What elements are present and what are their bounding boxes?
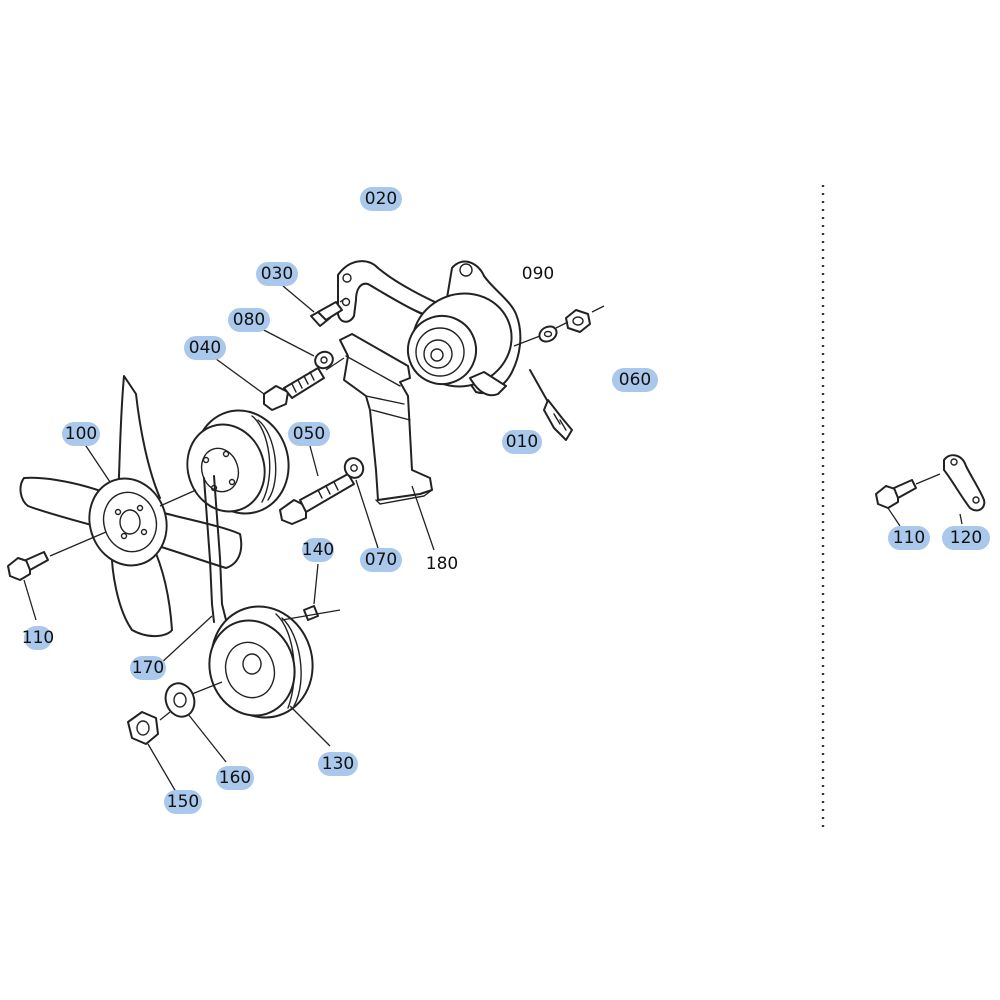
callout-130-label: 130 (322, 754, 354, 774)
callout-160[interactable]: 160 (216, 766, 254, 790)
callout-080-label: 080 (233, 310, 265, 330)
alternator-010 (407, 260, 573, 441)
callout-100[interactable]: 100 (62, 422, 100, 446)
callout-050[interactable]: 050 (288, 422, 330, 446)
callout-150[interactable]: 150 (164, 790, 202, 814)
plate-180 (339, 333, 433, 505)
washer-160 (164, 682, 196, 718)
crank-pulley-130 (208, 605, 314, 719)
callout-070-label: 070 (365, 550, 397, 570)
bracket-120 (943, 454, 986, 512)
callout-100-label: 100 (65, 424, 97, 444)
washer-080 (314, 350, 334, 370)
fan-100 (19, 375, 243, 637)
washer-070 (343, 457, 365, 479)
callout-010[interactable]: 010 (502, 430, 542, 454)
bolt-110-right (875, 479, 917, 509)
callout-080[interactable]: 080 (228, 308, 270, 332)
callout-060-label: 060 (619, 370, 651, 390)
callout-120[interactable]: 120 (942, 526, 990, 550)
callout-090: 090 (522, 264, 554, 284)
washer-090 (538, 325, 558, 343)
callout-140[interactable]: 140 (302, 538, 334, 562)
callout-020-label: 020 (365, 189, 397, 209)
callout-110-right[interactable]: 110 (888, 526, 930, 550)
callout-030-label: 030 (261, 264, 293, 284)
callout-170-label: 170 (132, 658, 164, 678)
callout-130[interactable]: 130 (318, 752, 358, 776)
callout-140-label: 140 (302, 540, 334, 560)
callout-150-label: 150 (167, 792, 199, 812)
key-140 (303, 605, 319, 621)
callout-040[interactable]: 040 (184, 336, 226, 360)
callout-090-label: 090 (522, 264, 554, 284)
callout-040-label: 040 (189, 338, 221, 358)
callout-160-label: 160 (219, 768, 251, 788)
callout-180-label: 180 (426, 554, 458, 574)
bolt-030 (310, 301, 343, 327)
callout-050-label: 050 (293, 424, 325, 444)
bolt-050 (279, 473, 355, 525)
bolt-110-left (7, 551, 49, 581)
belt-170 (203, 475, 227, 623)
callout-110-left-label: 110 (22, 628, 54, 648)
bolt-040 (263, 367, 325, 411)
callout-070[interactable]: 070 (360, 548, 402, 572)
callout-120-label: 120 (950, 528, 982, 548)
callout-020[interactable]: 020 (360, 187, 402, 211)
callout-030[interactable]: 030 (256, 262, 298, 286)
callout-110-right-label: 110 (893, 528, 925, 548)
callout-180: 180 (426, 554, 458, 574)
nut-150 (127, 711, 159, 745)
callout-110-left[interactable]: 110 (22, 626, 54, 650)
pump-pulley (186, 409, 290, 515)
callout-010-label: 010 (506, 432, 538, 452)
nut-060 (565, 309, 591, 333)
callout-170[interactable]: 170 (130, 656, 166, 680)
callout-060[interactable]: 060 (612, 368, 658, 392)
